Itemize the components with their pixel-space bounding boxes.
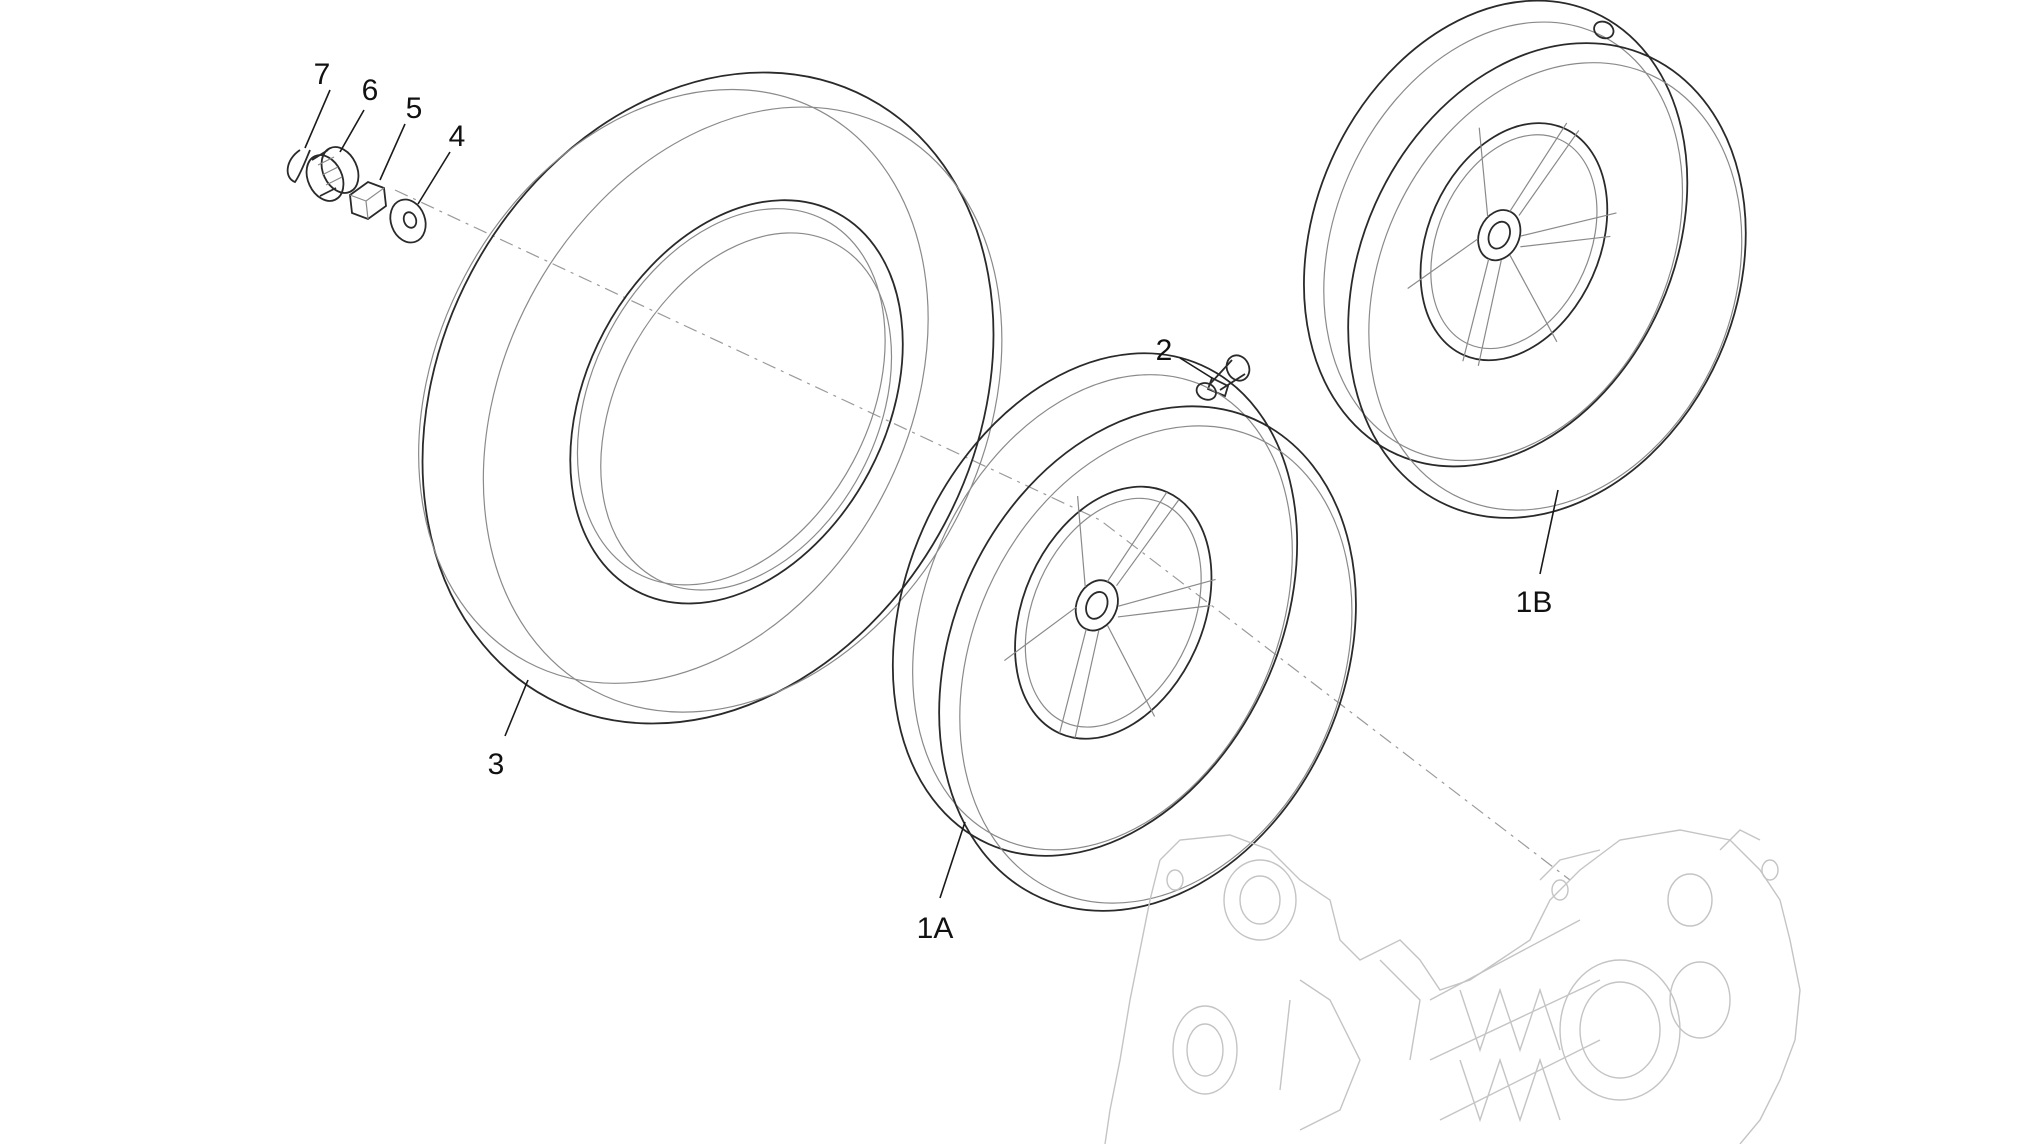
leader-1a <box>939 821 966 899</box>
leader-5 <box>379 123 406 181</box>
callout-7: 7 <box>314 58 331 91</box>
leader-6 <box>339 109 365 153</box>
hex-nut <box>349 180 387 221</box>
callout-2: 2 <box>1156 334 1173 367</box>
callout-3: 3 <box>488 748 505 781</box>
leader-lines <box>304 89 1559 899</box>
leader-4 <box>417 151 451 205</box>
assembly-axis <box>394 189 1571 881</box>
leader-1b <box>1539 489 1559 575</box>
callout-4: 4 <box>449 120 466 153</box>
engine-casing <box>1104 829 1801 1144</box>
valve <box>1206 354 1251 398</box>
tyre <box>418 71 1003 725</box>
callout-1b: 1B <box>1516 586 1553 619</box>
leader-3 <box>504 679 529 737</box>
callout-5: 5 <box>406 92 423 125</box>
leader-7 <box>304 89 331 149</box>
wheel-rim-1b <box>1303 0 1747 519</box>
washer <box>389 198 427 244</box>
wheel-rim-1a <box>891 352 1357 912</box>
callout-6: 6 <box>362 74 379 107</box>
leader-2 <box>1179 357 1213 379</box>
split-pin <box>286 149 311 184</box>
callout-1a: 1A <box>917 912 954 945</box>
castle-nut <box>305 146 360 202</box>
